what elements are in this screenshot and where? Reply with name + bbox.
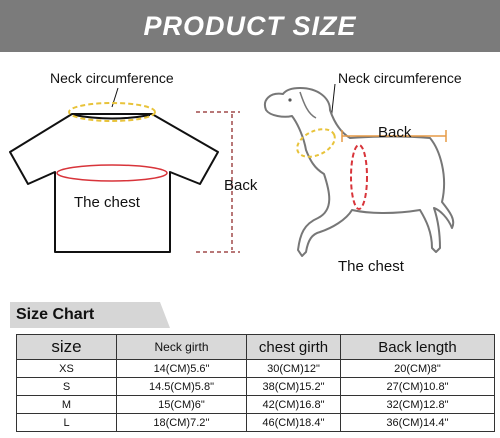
table-row: M 15(CM)6" 42(CM)16.8" 32(CM)12.8" xyxy=(16,395,495,414)
cell-size: M xyxy=(16,395,117,414)
cell-neck: 14.5(CM)5.8" xyxy=(116,377,247,396)
shirt-chest-label: The chest xyxy=(74,194,140,211)
cell-back: 36(CM)14.4'' xyxy=(340,413,495,432)
table-row: L 18(CM)7.2'' 46(CM)18.4'' 36(CM)14.4'' xyxy=(16,413,495,432)
shirt-chest-marker xyxy=(56,164,168,182)
dog-chest-marker xyxy=(350,144,368,210)
header-neck-girth: Neck girth xyxy=(116,334,247,360)
cell-back: 20(CM)8" xyxy=(340,359,495,378)
table-row: XS 14(CM)5.6" 30(CM)12" 20(CM)8" xyxy=(16,359,495,378)
header-back-length: Back length xyxy=(340,334,495,360)
table-header-row: size Neck girth chest girth Back length xyxy=(16,334,495,360)
header-size: size xyxy=(16,334,117,360)
dog-back-label: Back xyxy=(378,124,412,141)
product-size-banner: PRODUCT SIZE xyxy=(0,0,500,52)
cell-back: 27(CM)10.8" xyxy=(340,377,495,396)
size-chart-title: Size Chart xyxy=(16,306,95,323)
shirt-outline-icon xyxy=(9,113,219,253)
shirt-back-label: Back xyxy=(224,177,258,194)
cell-chest: 46(CM)18.4'' xyxy=(246,413,341,432)
shirt-neck-pointer xyxy=(111,87,119,108)
dog-silhouette-icon xyxy=(264,87,455,257)
shirt-diagram xyxy=(9,83,455,257)
dog-neck-label: Neck circumference xyxy=(338,70,462,86)
cell-chest: 42(CM)16.8" xyxy=(246,395,341,414)
shirt-neck-marker xyxy=(68,102,156,122)
cell-neck: 18(CM)7.2'' xyxy=(116,413,247,432)
cell-chest: 30(CM)12" xyxy=(246,359,341,378)
cell-neck: 14(CM)5.6" xyxy=(116,359,247,378)
size-chart-header: Size Chart xyxy=(10,302,170,328)
banner-title: PRODUCT SIZE xyxy=(143,10,357,41)
cell-chest: 38(CM)15.2" xyxy=(246,377,341,396)
cell-size: XS xyxy=(16,359,117,378)
cell-size: L xyxy=(16,413,117,432)
table-row: S 14.5(CM)5.8" 38(CM)15.2" 27(CM)10.8" xyxy=(16,377,495,396)
cell-neck: 15(CM)6" xyxy=(116,395,247,414)
cell-back: 32(CM)12.8" xyxy=(340,395,495,414)
dog-neck-marker xyxy=(296,128,336,158)
cell-size: S xyxy=(16,377,117,396)
size-chart-table: size Neck girth chest girth Back length … xyxy=(16,334,495,432)
shirt-neck-label: Neck circumference xyxy=(50,70,174,86)
header-chest-girth: chest girth xyxy=(246,334,341,360)
dog-chest-label: The chest xyxy=(338,258,404,275)
size-illustration: Neck circumference The chest Back Neck c… xyxy=(0,52,500,292)
